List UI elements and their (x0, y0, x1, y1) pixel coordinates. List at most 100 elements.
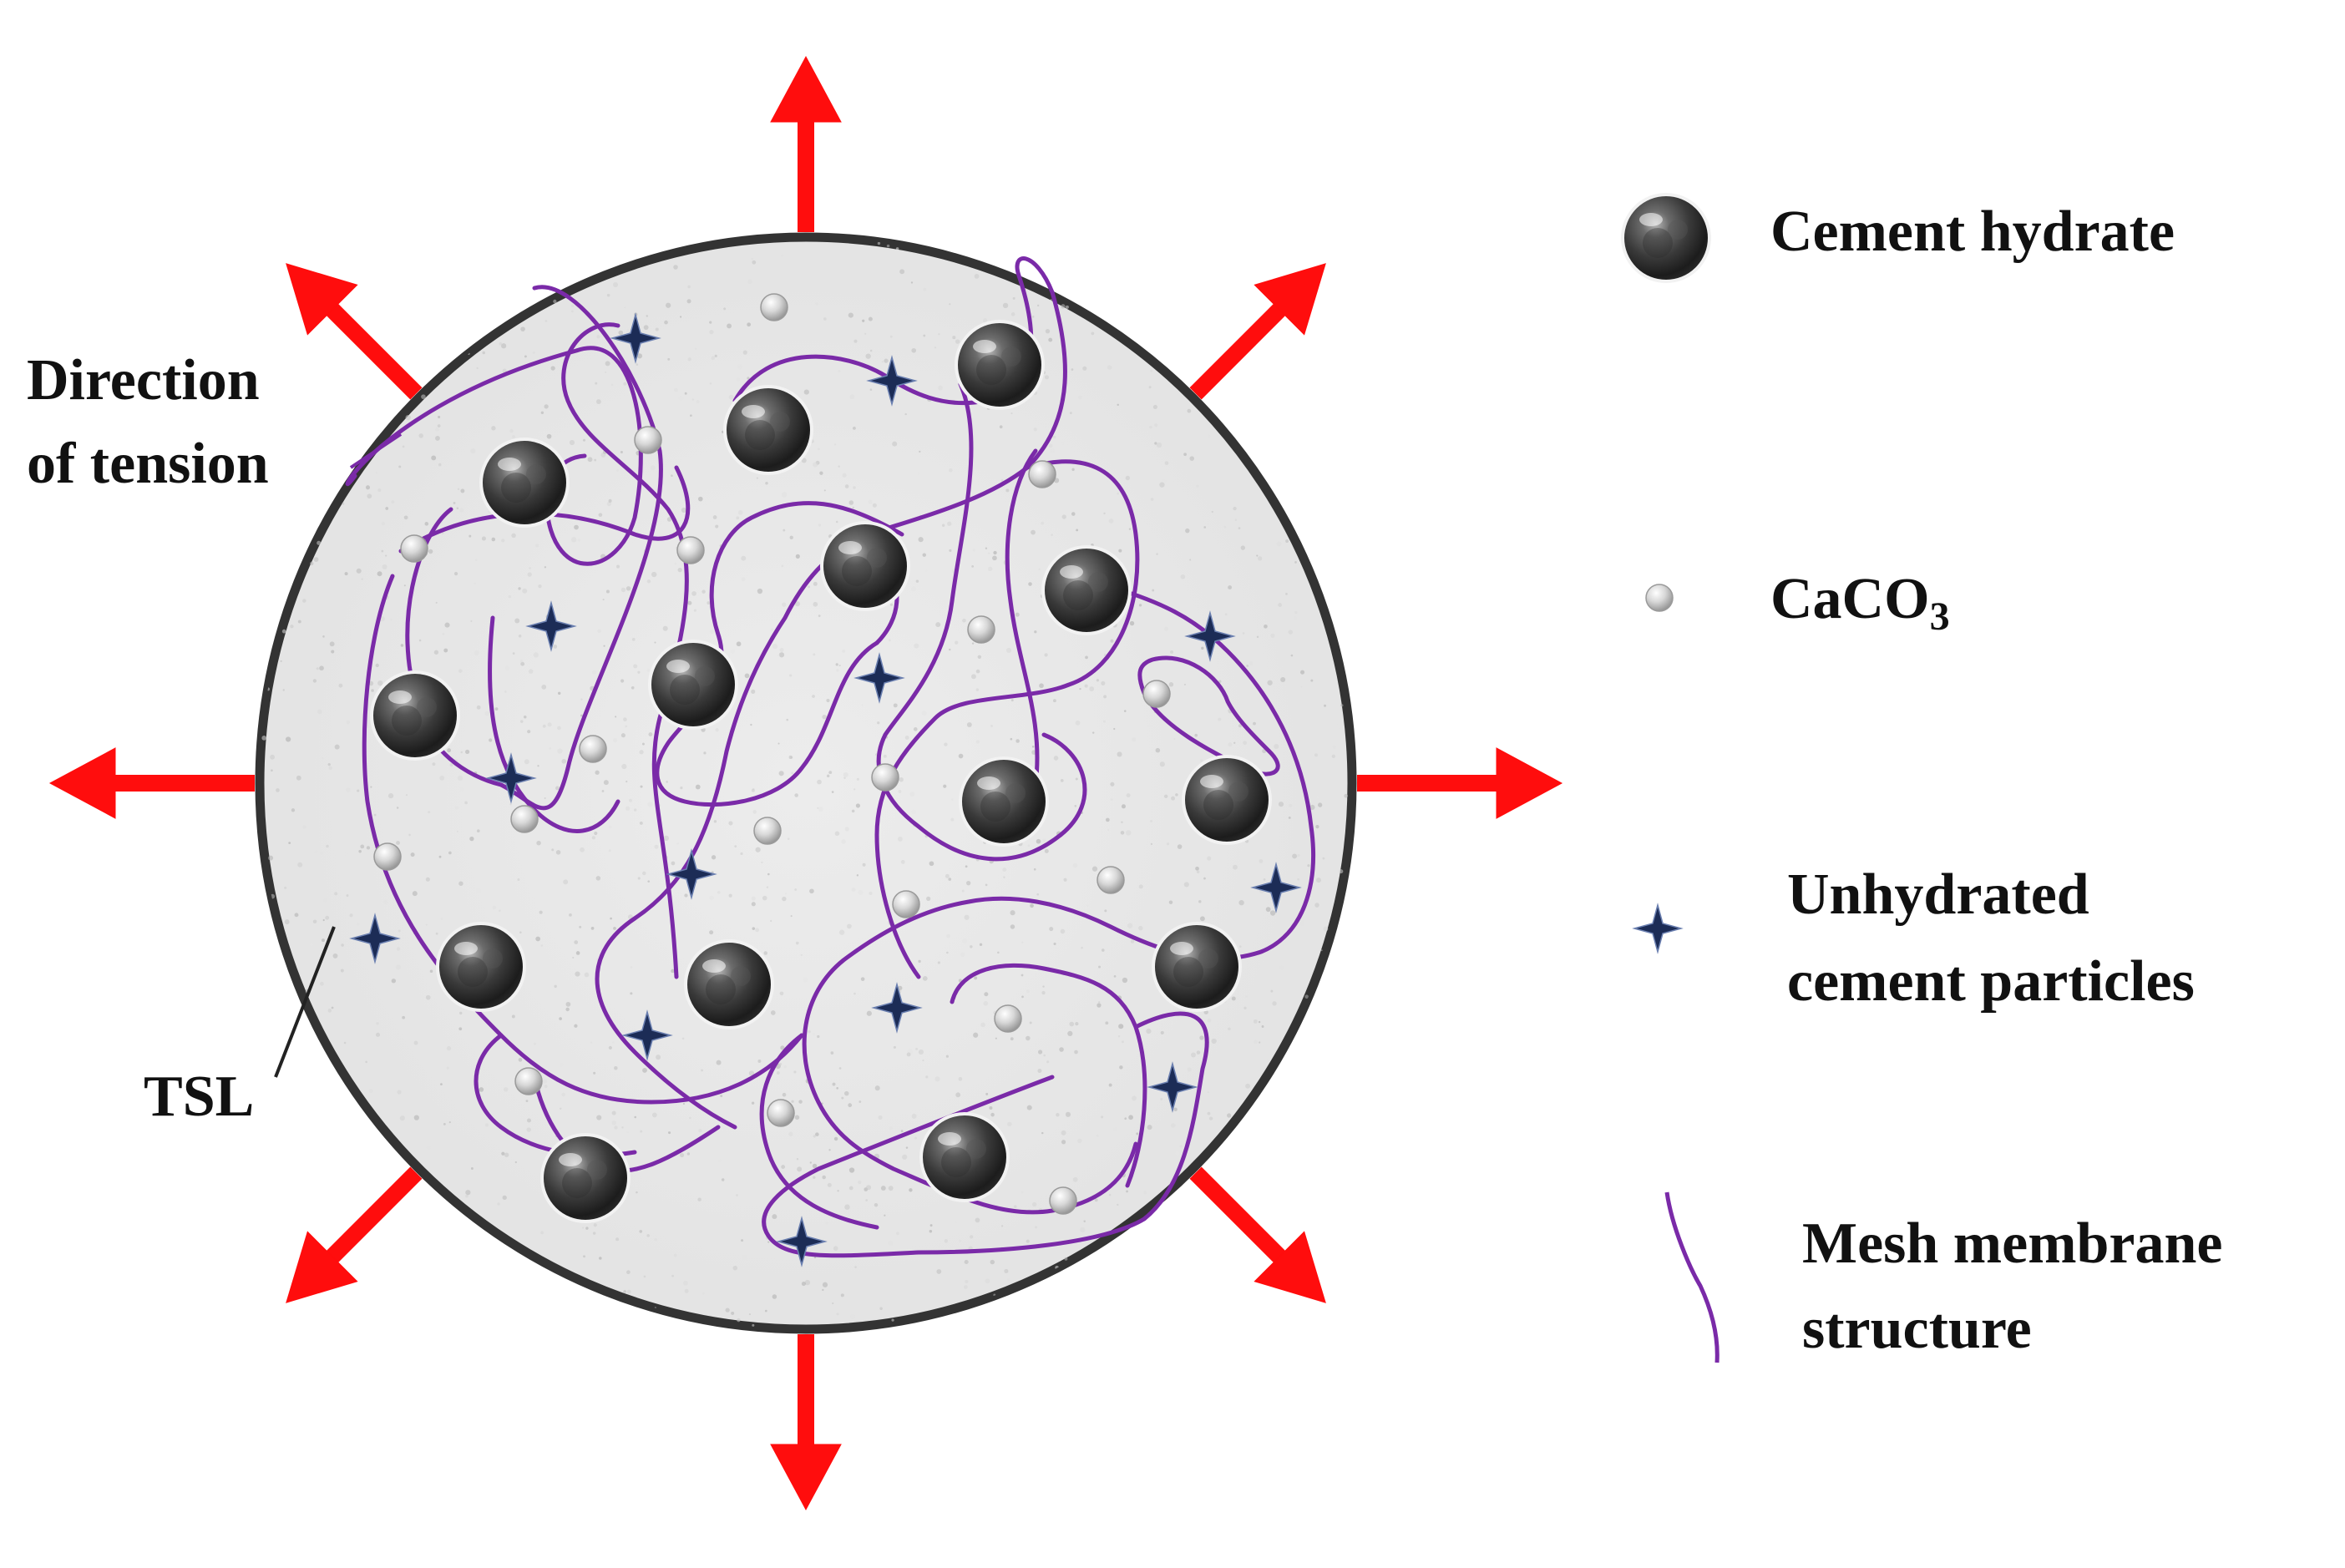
speckle-dot (766, 886, 769, 888)
speckle-dot (843, 776, 846, 780)
speckle-dot (574, 940, 579, 944)
speckle-dot (924, 569, 928, 573)
speckle-dot (365, 485, 371, 490)
speckle-dot (612, 738, 618, 743)
speckle-dot (966, 722, 972, 727)
speckle-dot (435, 601, 438, 604)
speckle-dot (621, 1126, 624, 1129)
speckle-dot (1072, 862, 1078, 868)
speckle-dot (1071, 468, 1075, 471)
speckle-dot (366, 725, 370, 729)
cement-hydrate-sphere (648, 640, 738, 730)
speckle-dot (1067, 1030, 1073, 1037)
speckle-dot (499, 909, 501, 912)
speckle-dot (1294, 610, 1298, 615)
speckle-dot (610, 917, 612, 920)
speckle-dot (1113, 1127, 1117, 1132)
speckle-dot (947, 521, 952, 526)
speckle-dot (544, 566, 547, 569)
speckle-dot (1121, 821, 1123, 824)
speckle-dot (889, 335, 893, 338)
cement-hydrate-sphere (684, 939, 774, 1029)
speckle-dot (1180, 574, 1186, 579)
speckle-dot (736, 641, 742, 647)
speckle-dot (651, 571, 657, 578)
speckle-dot (398, 465, 402, 468)
speckle-dot (1053, 756, 1059, 761)
speckle-dot (958, 753, 964, 759)
speckle-dot (790, 915, 793, 918)
speckle-dot (1199, 1035, 1204, 1040)
speckle-dot (680, 786, 683, 790)
speckle-dot (555, 850, 561, 855)
speckle-dot (838, 929, 845, 935)
speckle-dot (322, 729, 326, 732)
speckle-dot (367, 493, 372, 499)
speckle-dot (1179, 1145, 1183, 1148)
speckle-dot (973, 1032, 979, 1038)
speckle-dot (377, 680, 383, 686)
speckle-dot (715, 728, 719, 732)
speckle-dot (840, 1293, 844, 1297)
speckle-dot (1316, 796, 1319, 799)
speckle-dot (1297, 878, 1300, 881)
speckle-dot (1091, 331, 1095, 336)
speckle-dot (553, 645, 558, 649)
speckle-dot (329, 641, 335, 647)
speckle-dot (542, 724, 546, 728)
speckle-dot (911, 1113, 917, 1119)
speckle-dot (1005, 647, 1012, 653)
speckle-dot (538, 584, 542, 589)
speckle-dot (514, 618, 520, 624)
speckle-dot (1318, 802, 1323, 807)
speckle-dot (1154, 442, 1157, 445)
speckle-dot (736, 377, 740, 382)
speckle-dot (955, 1221, 957, 1224)
speckle-dot (302, 825, 306, 829)
speckle-dot (1075, 720, 1081, 726)
speckle-dot (1061, 1130, 1066, 1136)
speckle-dot (1256, 554, 1259, 557)
speckle-dot (678, 396, 684, 401)
speckle-dot (1030, 903, 1034, 908)
speckle-dot (1084, 684, 1088, 688)
speckle-dot (736, 516, 740, 520)
speckle-dot (497, 1202, 500, 1206)
speckle-dot (681, 1037, 685, 1040)
speckle-dot (900, 1130, 904, 1133)
speckle-dot (834, 831, 840, 837)
speckle-dot (465, 749, 470, 755)
speckle-dot (597, 629, 601, 634)
speckle-dot (752, 1323, 755, 1327)
speckle-dot (610, 383, 614, 387)
speckle-dot (1117, 403, 1119, 407)
speckle-dot (952, 336, 956, 340)
speckle-dot (470, 1166, 474, 1170)
speckle-dot (782, 896, 787, 902)
speckle-dot (922, 553, 926, 557)
speckle-dot (426, 1145, 431, 1150)
speckle-dot (1183, 882, 1189, 888)
speckle-dot (331, 1006, 334, 1009)
speckle-dot (302, 599, 306, 603)
speckle-dot (854, 1266, 857, 1268)
speckle-dot (671, 1274, 675, 1277)
speckle-dot (1061, 514, 1066, 519)
speckle-dot (508, 595, 511, 599)
cement-hydrate-sphere (959, 756, 1049, 847)
speckle-dot (883, 754, 887, 758)
speckle-dot (535, 936, 541, 942)
speckle-dot (1196, 1050, 1201, 1055)
speckle-dot (884, 1214, 886, 1216)
speckle-dot (1110, 798, 1113, 801)
speckle-dot (909, 1188, 913, 1192)
speckle-dot (541, 685, 547, 690)
speckle-dot (741, 577, 746, 582)
speckle-dot (1266, 1059, 1269, 1062)
speckle-dot (1264, 624, 1268, 629)
speckle-dot (1096, 679, 1100, 682)
speckle-dot (458, 669, 463, 673)
speckle-dot (1138, 884, 1143, 889)
speckle-dot (356, 568, 362, 574)
speckle-dot (843, 1090, 849, 1096)
